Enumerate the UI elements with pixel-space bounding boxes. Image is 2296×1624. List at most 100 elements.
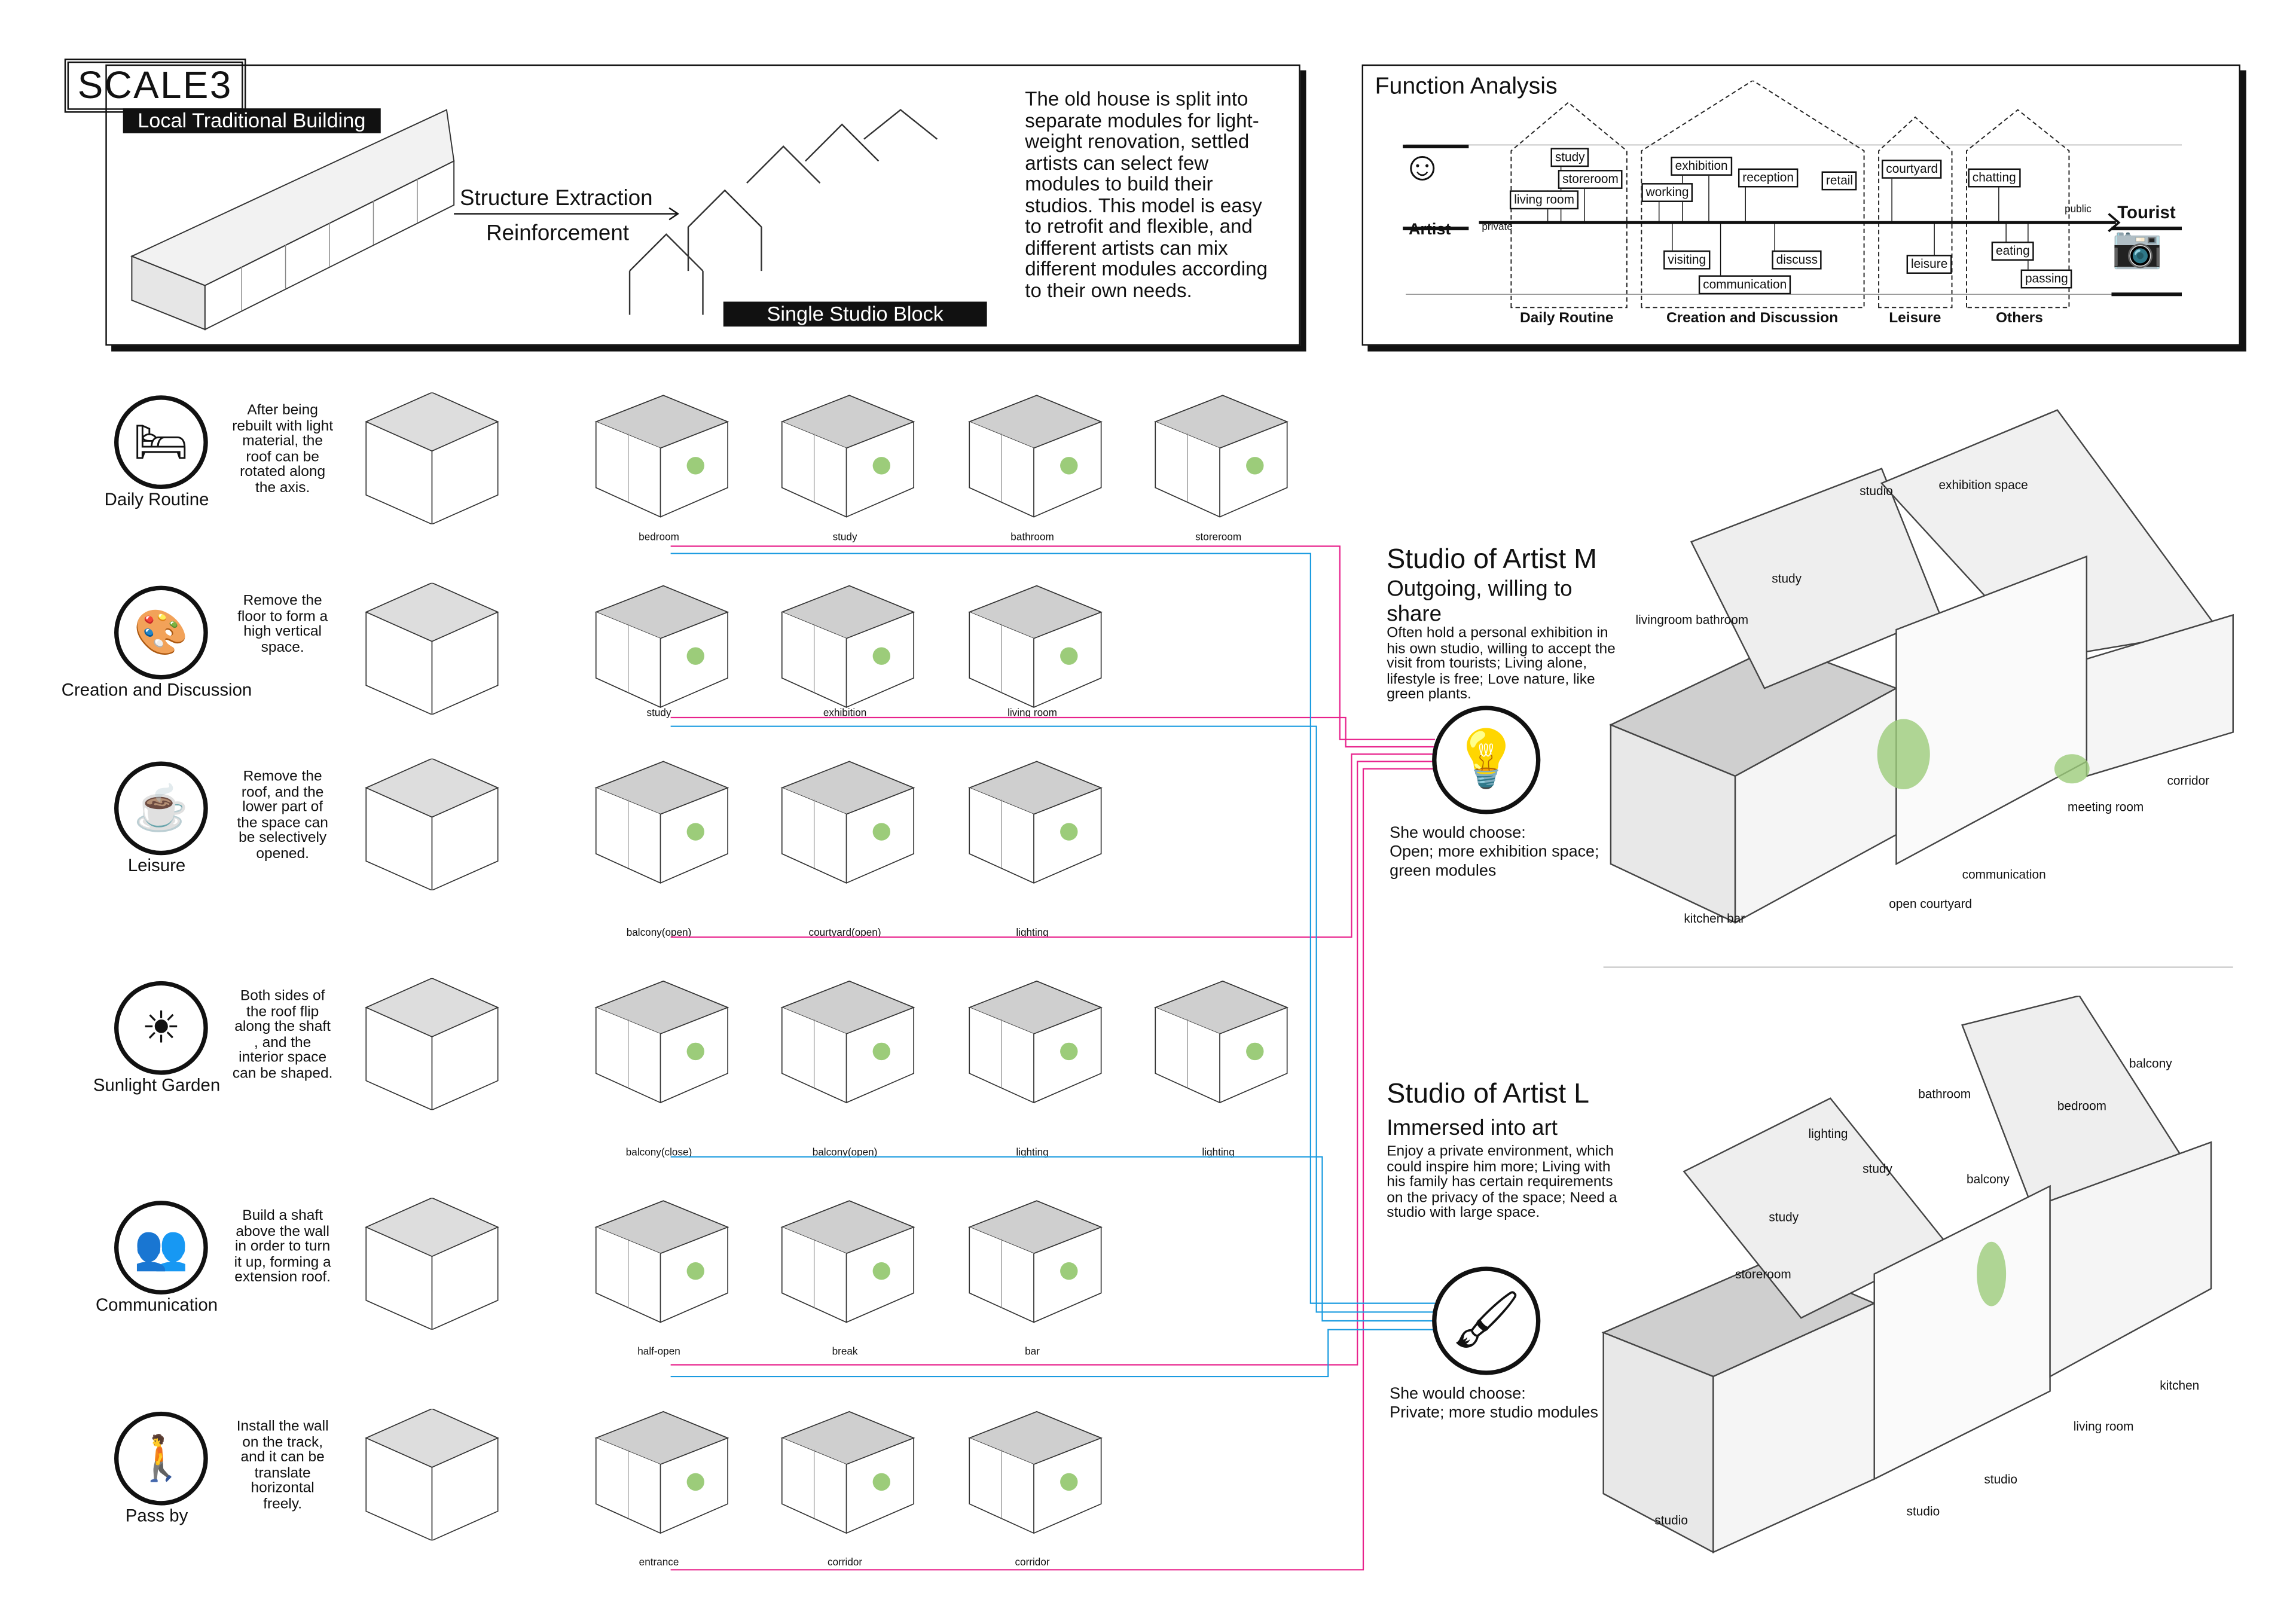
tag-chatting: chatting [1968, 168, 2021, 188]
module-label: balcony(close) [625, 1148, 692, 1159]
studio-l-space-label: studio [1906, 1504, 1940, 1519]
tag-courtyard: courtyard [1881, 159, 1943, 179]
module-label: half-open [637, 1347, 680, 1358]
private-label: private [1482, 222, 1513, 233]
studio-l-space-label: balcony [2129, 1055, 2172, 1071]
module-drawing [594, 761, 729, 884]
module-drawing [967, 980, 1103, 1104]
category-label: Sunlight Garden [93, 1074, 221, 1095]
studio-m-subtitle: Outgoing, willing to share [1387, 576, 1573, 627]
studio-m-space-label: exhibition space [1938, 477, 2028, 492]
module-label: balcony(open) [626, 928, 692, 939]
module-drawing [780, 761, 915, 884]
intro-text: The old house is split into separate mod… [1025, 87, 1268, 301]
artist-l-painter-icon: 🖌 [1432, 1266, 1541, 1375]
studio-m-space-label: corridor [2167, 773, 2210, 788]
category-description: Build a shaft above the wall in order to… [234, 1208, 331, 1286]
module-label: storeroom [1195, 533, 1242, 544]
connection-line [670, 545, 1436, 740]
studio-l-space-label: living room [2073, 1419, 2134, 1434]
artist-label: Artist [1408, 221, 1451, 239]
studio-l-subtitle: Immersed into art [1387, 1116, 1558, 1141]
transformation-diagram [365, 582, 499, 715]
module-drawing [1153, 980, 1289, 1104]
studio-l-space-label: studio [1654, 1512, 1688, 1528]
category-description: Remove the floor to form a high vertical… [237, 593, 328, 655]
transformation-diagram [365, 1198, 499, 1330]
module-drawing [967, 395, 1103, 518]
connection-line [670, 761, 1436, 1366]
studio-l-axonometric [1601, 996, 2212, 1553]
studio-m-choose-label: She would choose: [1390, 824, 1526, 842]
module-label: break [832, 1347, 858, 1358]
studio-l-choice-text: Private; more studio modules [1390, 1404, 1598, 1422]
connection-line [670, 716, 1436, 748]
module-label: bathroom [1010, 533, 1054, 544]
tag-retail: retail [1821, 171, 1858, 191]
palette-icon: 🎨 [114, 585, 208, 680]
module-label: bar [1025, 1347, 1040, 1358]
function-analysis-title: Function Analysis [1375, 74, 1558, 100]
module-drawing [594, 1411, 729, 1534]
tag-communication: communication [1698, 275, 1791, 295]
studio-m-space-label: open courtyard [1889, 896, 1973, 911]
divider [1603, 966, 2233, 968]
module-drawing [967, 761, 1103, 884]
module-drawing [594, 1200, 729, 1323]
module-label: lighting [1016, 928, 1049, 939]
studio-l-space-label: kitchen [2160, 1378, 2200, 1393]
category-description: Both sides of the roof flip along the sh… [232, 988, 333, 1082]
studio-m-space-label: communication [1962, 866, 2046, 882]
tag-discuss: discuss [1772, 250, 1822, 270]
studio-l-space-label: balcony [1967, 1171, 2010, 1186]
module-drawing [1153, 395, 1289, 518]
tag-exhibition: exhibition [1671, 157, 1732, 176]
category-description: After being rebuilt with light material,… [232, 402, 334, 496]
module-label: courtyard(open) [808, 928, 881, 939]
studio-l-space-label: study [1863, 1161, 1892, 1176]
tag-eating: eating [1991, 242, 2035, 261]
studio-l-choose-label: She would choose: [1390, 1385, 1526, 1403]
category-label: Leisure [127, 855, 186, 876]
group-creation-discussion: Creation and Discussion [1666, 310, 1839, 327]
tag-reception: reception [1738, 168, 1799, 188]
connection-line [670, 1329, 1436, 1378]
studio-m-space-label: studio [1860, 483, 1893, 498]
module-drawing [594, 395, 729, 518]
studio-m-choice: She would choose: Open; more exhibition … [1390, 825, 1624, 882]
module-drawing [780, 1200, 915, 1323]
transformation-diagram [365, 1408, 499, 1541]
function-diagram [1403, 80, 2182, 309]
module-drawing [780, 980, 915, 1104]
transformation-diagram [365, 978, 499, 1110]
bed-icon: 🛏 [114, 395, 208, 489]
module-drawing [780, 585, 915, 709]
tag-storeroom: storeroom [1558, 170, 1623, 189]
studio-l-space-label: storeroom [1735, 1266, 1791, 1281]
module-drawing [594, 980, 729, 1104]
module-label: entrance [639, 1558, 679, 1568]
module-drawing [967, 1411, 1103, 1534]
studio-m-axonometric [1608, 409, 2234, 924]
tag-study: study [1550, 148, 1589, 167]
artist-face-icon: ☺ [1401, 144, 1443, 189]
studio-l-space-label: lighting [1808, 1126, 1848, 1141]
connection-line [670, 552, 1436, 1304]
studio-l-space-label: study [1769, 1209, 1799, 1225]
module-label: living room [1007, 709, 1057, 719]
single-studio-block-bar: Single Studio Block [723, 301, 987, 327]
transformation-diagram [365, 758, 499, 890]
module-label: study [832, 533, 857, 544]
module-drawing [594, 585, 729, 709]
group-daily-routine: Daily Routine [1520, 310, 1614, 327]
studio-m-space-label: livingroom bathroom [1635, 612, 1749, 627]
sun-lounger-icon: ☀ [114, 981, 208, 1075]
studio-l-space-label: bedroom [2057, 1098, 2107, 1113]
structure-extraction-label: Structure Extraction [459, 186, 653, 211]
module-label: corridor [1015, 1558, 1050, 1568]
tag-working: working [1641, 183, 1693, 202]
category-description: Install the wall on the track, and it ca… [236, 1419, 329, 1512]
tag-visiting: visiting [1663, 250, 1711, 270]
